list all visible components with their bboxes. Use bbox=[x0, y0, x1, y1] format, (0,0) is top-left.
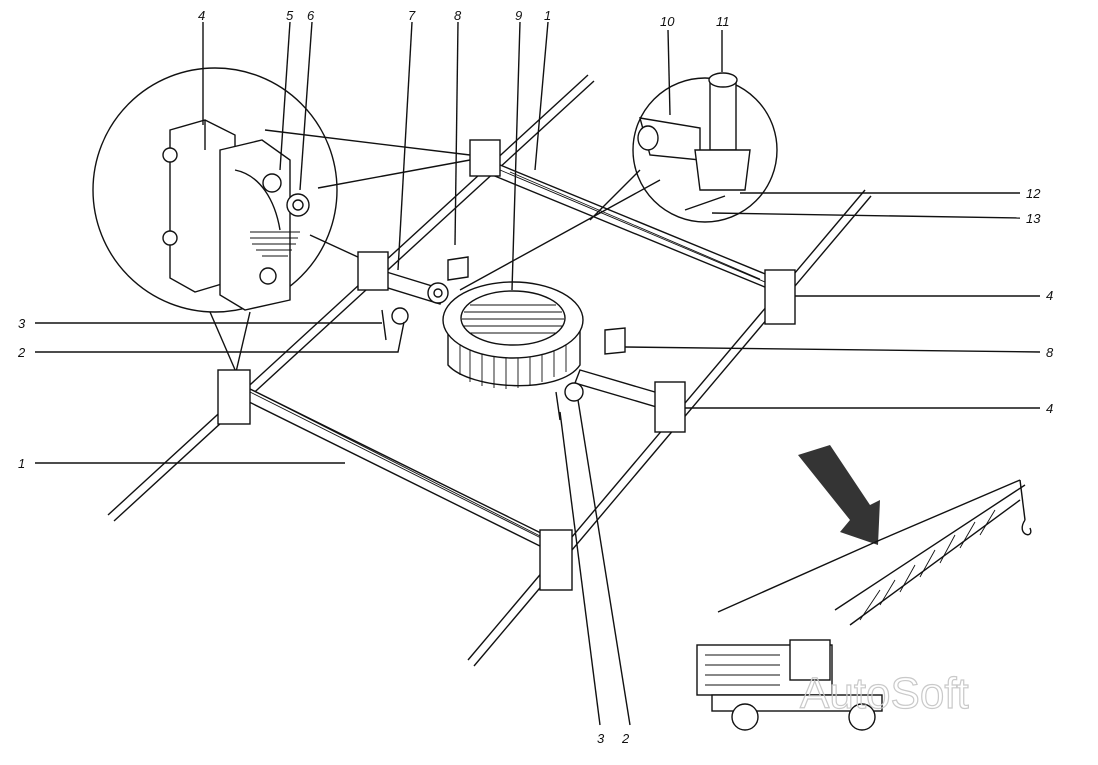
callout-label: 6 bbox=[307, 8, 315, 23]
callout-label: 4 bbox=[198, 8, 205, 23]
callout-label: 4 bbox=[1046, 401, 1053, 416]
callout-label: 9 bbox=[515, 8, 522, 23]
top-leaders bbox=[202, 21, 723, 291]
callout-label: 2 bbox=[17, 345, 26, 360]
callout-label: 5 bbox=[286, 8, 294, 23]
left-leaders bbox=[35, 321, 405, 464]
clamps bbox=[217, 139, 796, 591]
callout-label: 3 bbox=[597, 731, 605, 746]
callout-label: 13 bbox=[1026, 211, 1041, 226]
detail-pin-circle bbox=[459, 72, 778, 291]
callout-label: 1 bbox=[544, 8, 551, 23]
frame-bars bbox=[234, 159, 776, 554]
callout-label: 4 bbox=[1046, 288, 1053, 303]
callout-label: 11 bbox=[716, 14, 730, 29]
callout-label: 8 bbox=[1046, 345, 1054, 360]
callout-label: 12 bbox=[1026, 186, 1041, 201]
watermark: AutoSoft bbox=[800, 669, 969, 718]
callout-label: 2 bbox=[621, 731, 630, 746]
callout-label: 7 bbox=[408, 8, 416, 23]
bottom-leaders bbox=[559, 399, 631, 726]
pins bbox=[381, 256, 626, 421]
detail-clamp-circle bbox=[92, 67, 338, 313]
callout-label: 8 bbox=[454, 8, 462, 23]
callout-label: 10 bbox=[660, 14, 675, 29]
callout-labels: 4 5 6 7 8 9 1 10 11 12 13 4 8 4 3 2 1 3 … bbox=[17, 8, 1054, 746]
right-leaders bbox=[624, 192, 1041, 409]
crane-thumbnail bbox=[696, 445, 1032, 731]
callout-label: 3 bbox=[18, 316, 26, 331]
detail-leaders bbox=[209, 129, 471, 373]
callout-label: 1 bbox=[18, 456, 25, 471]
central-hub bbox=[442, 281, 584, 389]
